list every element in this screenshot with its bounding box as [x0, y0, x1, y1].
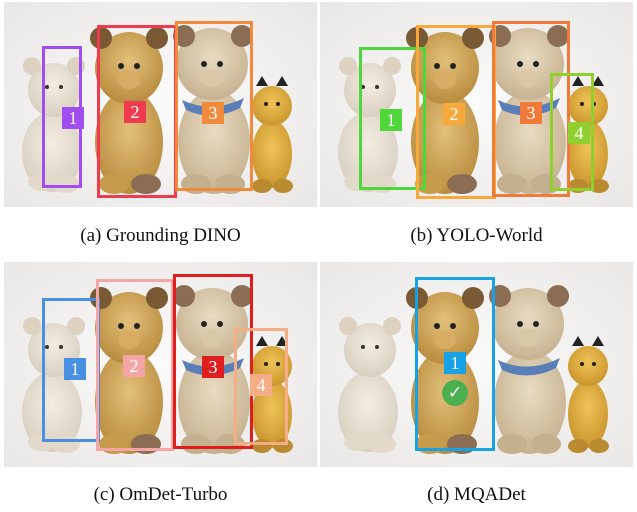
bbox-label-1: 1 — [62, 107, 84, 129]
bbox-label-3: 3 — [202, 356, 224, 378]
bbox-4 — [550, 73, 594, 191]
bbox-label-4: 4 — [568, 122, 590, 144]
bbox-1 — [415, 277, 495, 451]
bbox-4 — [234, 328, 288, 445]
panel-omdet-turbo: 1 2 3 4 — [4, 262, 317, 467]
bbox-label-4: 4 — [250, 374, 272, 396]
checkmark-icon: ✓ — [442, 380, 468, 406]
panel-grounding-dino: 1 2 3 — [4, 2, 317, 207]
caption-d: (d) MQADet — [427, 484, 526, 505]
bbox-label-2: 2 — [124, 101, 146, 123]
caption-a: (a) Grounding DINO — [80, 225, 241, 246]
bbox-label-2: 2 — [123, 355, 145, 377]
panel-yolo-world: 1 2 3 4 — [320, 2, 633, 207]
bbox-3 — [175, 21, 253, 191]
panel-mqadet: 1 ✓ — [320, 262, 633, 467]
caption-b: (b) YOLO-World — [410, 225, 543, 246]
caption-c: (c) OmDet-Turbo — [93, 484, 228, 505]
bbox-label-1: 1 — [380, 109, 402, 131]
bbox-3 — [492, 21, 570, 197]
bbox-label-2: 2 — [443, 103, 465, 125]
bbox-label-1: 1 — [444, 352, 466, 374]
bbox-1 — [359, 47, 426, 190]
bbox-2 — [96, 279, 174, 451]
bbox-label-3: 3 — [202, 102, 224, 124]
bbox-label-3: 3 — [520, 102, 542, 124]
bbox-label-1: 1 — [64, 358, 86, 380]
bbox-3 — [173, 274, 253, 449]
